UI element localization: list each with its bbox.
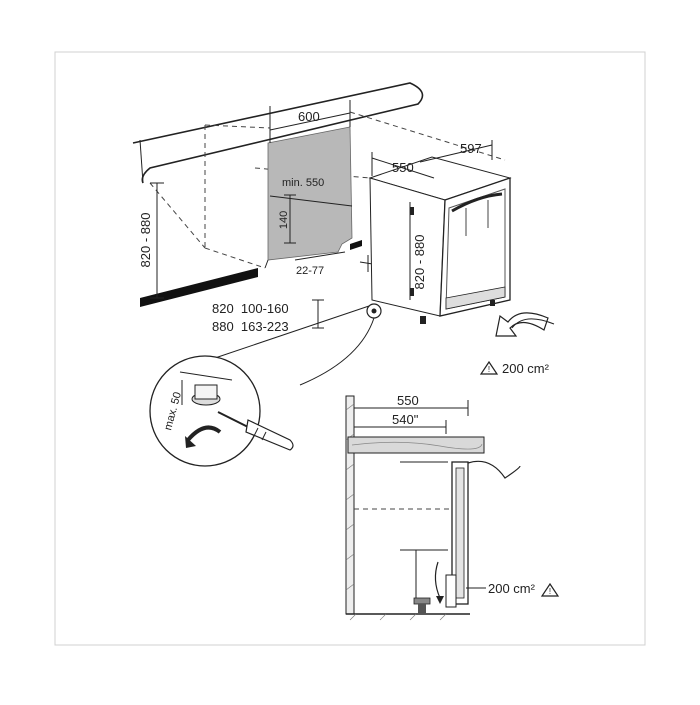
range-22-77-label: 22-77 [296,265,324,277]
fridge-depth-dimensions: 550 597 [371,140,493,179]
height-dimension-left: 820 - 880 [138,182,164,299]
min-550-label: min. 550 [282,177,324,189]
side-dim-540-label: 540" [392,412,419,427]
min-550-dimension: min. 550 [269,177,353,207]
height-left-label: 820 - 880 [138,213,153,268]
gap-140-label: 140 [278,211,290,229]
ventilation-warning-top: ! 200 cm² [479,360,550,376]
plinth-table: 820 100-160 880 163-223 [212,299,324,334]
diagram-frame [54,51,646,646]
height-dimension-right: 820 - 880 [409,202,427,300]
plinth-row-2: 880 163-223 [212,319,289,334]
width-600-dimension: 600 [269,100,351,143]
warning-exclaim: ! [488,365,490,374]
ventilation-top-label: 200 cm² [502,361,550,376]
plinth-right [350,240,362,250]
screwdriver-icon [217,411,294,451]
detail-callout [214,303,382,386]
adjustment-detail: max. 50 [149,355,294,467]
height-right-label: 820 - 880 [412,235,427,290]
niche-cavity [264,126,353,269]
airflow-arrow-icon [495,312,555,337]
range-22-77-dimension: 22-77 [294,251,346,277]
countertop [132,82,424,184]
warning-exclaim-2: ! [549,587,551,596]
ventilation-bottom-label: 200 cm² [488,581,536,596]
plinth-row-1: 820 100-160 [212,301,289,316]
depth-597-label: 597 [460,141,482,156]
side-section-view: 550 540" 200 cm² ! [345,393,560,621]
width-600-label: 600 [298,109,320,124]
gap-140-dimension: 140 [278,194,296,244]
rotation-arrow-icon [186,425,222,442]
warning-triangle-icon [540,582,560,597]
side-dim-550-label: 550 [397,393,419,408]
warning-triangle-icon [479,360,499,375]
depth-550-label: 550 [392,160,414,175]
plinth [140,268,258,307]
fridge-appliance [368,156,512,324]
